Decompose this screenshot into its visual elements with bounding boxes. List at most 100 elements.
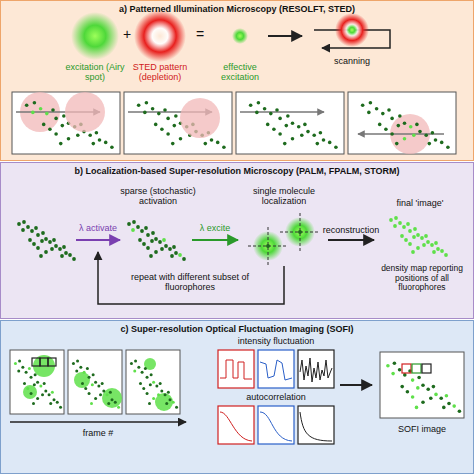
fluorophore [138, 238, 142, 242]
fluorophore [426, 387, 430, 391]
fluorophore [40, 239, 44, 243]
fluorophore [391, 372, 395, 376]
frame-axis [10, 421, 186, 423]
fluorophore [163, 108, 167, 112]
fluorophore [34, 373, 37, 376]
fluorophore [367, 111, 371, 115]
fluorophore [406, 390, 410, 394]
fluorophore [56, 401, 59, 404]
fluorophore [412, 235, 416, 239]
fluorophore [50, 247, 54, 251]
reconstruction-arrow [328, 239, 374, 241]
fluorophore [39, 385, 42, 388]
fluorophore [166, 132, 170, 136]
fluorophore [424, 234, 428, 238]
fluorophore [286, 114, 290, 118]
fluorophore [409, 125, 413, 129]
fluorophore [36, 246, 40, 250]
depletion-area [180, 98, 220, 138]
repeat-loop [98, 252, 284, 304]
fluorophore [334, 145, 338, 149]
fluorophore [146, 392, 149, 395]
fluorophore [411, 250, 415, 254]
fluorophore [222, 145, 226, 149]
fluorophore [300, 133, 304, 137]
fluorophore [442, 406, 446, 410]
fluorophore [403, 121, 407, 125]
blinking-emitter [155, 393, 173, 411]
fluorophore [52, 238, 56, 242]
fluorophore [67, 137, 71, 141]
fluorophore [54, 244, 58, 248]
fluorophore [79, 366, 82, 369]
annotation: reconstruction [318, 225, 384, 235]
fluorophore [178, 253, 182, 257]
fluorophore [64, 251, 68, 255]
fluorophore [440, 249, 444, 253]
annotation: sparse (stochastic) activation [116, 186, 200, 206]
fluorophore [90, 402, 93, 405]
fluorophore [143, 111, 147, 115]
fluorophore [51, 391, 54, 394]
fluorophore [415, 123, 419, 127]
fluorophore [384, 127, 388, 131]
fluorophore [434, 138, 438, 142]
fluorophore [386, 364, 390, 368]
fluorophore [104, 141, 108, 145]
fluorophore [369, 101, 373, 105]
fluorophore [171, 142, 175, 146]
fluorophore [76, 133, 80, 137]
fluorophore [28, 238, 32, 242]
fluorophore [137, 366, 140, 369]
fluorophore [303, 123, 307, 127]
blinking-emitter [74, 372, 90, 388]
fluorophore [174, 114, 178, 118]
fluorophore [41, 393, 44, 396]
fluorophore [94, 397, 97, 400]
fluorophore [97, 385, 100, 388]
fluorophore [406, 222, 410, 226]
fluorophore [44, 237, 48, 241]
fluorophore [142, 387, 145, 390]
fluorophore [422, 243, 426, 247]
fluorophore [398, 368, 402, 372]
fluorophore [98, 138, 102, 142]
fluorophore [60, 254, 64, 258]
fluorophore [458, 410, 462, 414]
frames [10, 350, 180, 414]
fluorophore [48, 393, 51, 396]
fluorophore [398, 114, 402, 118]
fluorophore [447, 402, 451, 406]
fluorophore [36, 397, 39, 400]
fluorophore [146, 246, 150, 250]
fluorophore [272, 127, 276, 131]
fluorophore [157, 112, 161, 116]
fluorophore [204, 142, 208, 146]
fluorophore [136, 225, 140, 229]
fluorophore [375, 107, 379, 111]
fluorophore [393, 224, 397, 228]
fluorophore [44, 390, 47, 393]
fluorophore [36, 233, 40, 237]
annotation: excitation (Airy spot) [59, 62, 131, 82]
annotation: frame # [68, 428, 128, 438]
fluorophore [49, 402, 52, 405]
panel-title: a) Patterned Illumination Microscopy (RE… [1, 1, 473, 14]
fluorophore [22, 220, 26, 224]
fluorophore [62, 245, 66, 249]
fluorophore [170, 254, 174, 258]
fluorophore [75, 370, 78, 373]
fluorophore [44, 250, 48, 254]
fluorophore [30, 376, 33, 379]
fluorophore [426, 240, 430, 244]
fluorophore [278, 117, 282, 121]
fluorophore [413, 227, 417, 231]
fluorophore [48, 127, 52, 131]
fluorophore [169, 398, 172, 401]
fluorophore [249, 103, 253, 107]
fluorophore [160, 390, 163, 393]
fluorophore [53, 398, 56, 401]
fluorophore [157, 393, 160, 396]
fluorophore [166, 117, 170, 121]
fluorophore [411, 378, 415, 382]
